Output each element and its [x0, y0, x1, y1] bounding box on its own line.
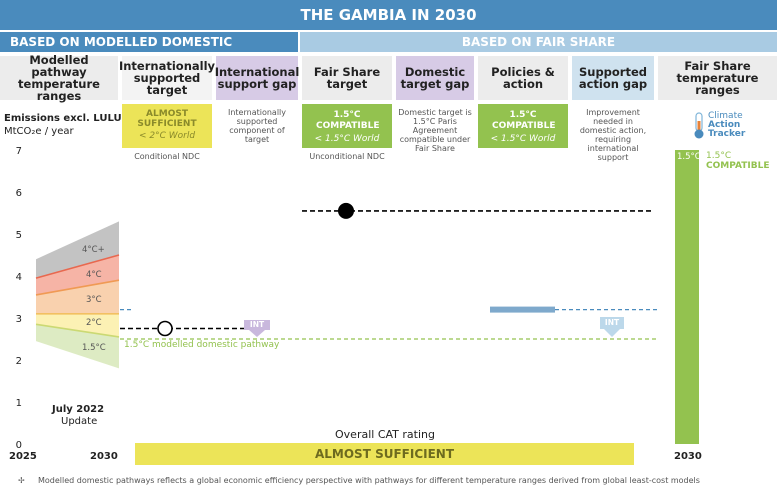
- intl-gap-arrow-icon: [249, 330, 265, 337]
- band-3-area: [36, 280, 119, 314]
- modelled-pathway-label: 1.5°C modelled domestic pathway: [124, 340, 280, 350]
- column-header-domestic-gap-text: Domestic target gap: [400, 65, 470, 91]
- y-tick-label: 7: [16, 146, 22, 157]
- band-4plus-area: [36, 221, 119, 279]
- band-label-4: 4°C: [86, 270, 102, 280]
- logo-line3: Tracker: [708, 129, 746, 139]
- climate-action-tracker-logo: Climate Action Tracker: [692, 112, 772, 142]
- footnote-mark: ✢: [18, 476, 25, 485]
- column-header-fair-target: Fair Share target: [302, 56, 392, 100]
- policies-rating-sub: < 1.5°C World: [490, 134, 556, 144]
- fair-share-bar-label: 1.5°C: [677, 152, 701, 162]
- column-header-modelled: Modelled pathway temperature ranges: [0, 53, 118, 103]
- y-tick-label: 2: [16, 356, 22, 367]
- page-title: THE GAMBIA IN 2030: [0, 0, 777, 30]
- fair-target-rating-box: 1.5°C COMPATIBLE < 1.5°C World: [302, 104, 392, 148]
- fair-target-note: Unconditional NDC: [309, 152, 385, 161]
- y-tick-label: 3: [16, 314, 22, 325]
- y-axis-label-line1: Emissions excl. LULUCF: [4, 113, 136, 124]
- intl-gap-int-label: INT: [244, 320, 270, 330]
- column-header-intl-gap: International support gap: [214, 56, 300, 100]
- y-tick-label: 4: [16, 272, 22, 283]
- column-header-domestic-gap: Domestic target gap: [396, 56, 474, 100]
- thermometer-icon: [694, 112, 704, 139]
- policies-rating: 1.5°C COMPATIBLE: [492, 110, 556, 131]
- x-axis-right: 2030: [674, 451, 702, 462]
- overall-rating-bar: ALMOST SUFFICIENT: [135, 443, 634, 465]
- band-15-area: [36, 324, 119, 369]
- supported-gap-int-label: INT: [600, 317, 624, 329]
- band-label-3: 3°C: [86, 295, 102, 305]
- column-header-fair-ranges-text: Fair Share temperature ranges: [676, 59, 759, 97]
- y-axis-label-line2: MtCO₂e / year: [4, 126, 74, 137]
- column-header-fair-target-text: Fair Share target: [313, 65, 381, 91]
- x-axis-end: 2030: [90, 451, 118, 462]
- column-header-modelled-text: Modelled pathway temperature ranges: [18, 53, 100, 103]
- supported-gap-arrow-icon: [604, 329, 620, 337]
- y-tick-label: 6: [16, 188, 22, 199]
- column-header-policies: Policies & action: [478, 56, 568, 100]
- intl-rating-sub: < 2°C World: [138, 131, 196, 141]
- fair-share-1-5-bar: [675, 150, 699, 444]
- supported-gap-description: Improvement needed in domestic action, r…: [579, 108, 647, 162]
- update-label: Update: [61, 416, 98, 427]
- update-date: July 2022: [52, 404, 105, 415]
- intl-target-note: Conditional NDC: [134, 152, 200, 161]
- intl-gap-description: Internationally supported component of t…: [227, 108, 286, 144]
- logo-line1: Climate: [708, 111, 743, 121]
- band-4plus-boundary-line: [35, 254, 120, 279]
- column-header-fair-ranges: Fair Share temperature ranges: [658, 56, 777, 100]
- x-axis-start: 2025: [9, 451, 37, 462]
- band-4-boundary-line: [35, 279, 120, 296]
- section-header-fair-share: BASED ON FAIR SHARE: [300, 32, 777, 52]
- band-label-15: 1.5°C: [82, 343, 106, 353]
- column-header-intl-target-text: Internationally supported target: [118, 59, 216, 97]
- column-header-intl-gap-text: International support gap: [214, 65, 300, 91]
- policies-action-bar: [490, 306, 555, 313]
- band-4-area: [36, 255, 119, 295]
- y-tick-label: 1: [16, 398, 22, 409]
- y-tick-label: 0: [16, 440, 22, 451]
- conditional-ndc-point: [157, 320, 173, 337]
- band-label-2: 2°C: [86, 318, 102, 328]
- fair-rating-sub: < 1.5°C World: [314, 134, 380, 144]
- y-tick-label: 5: [16, 230, 22, 241]
- logo-line2: Action: [708, 120, 741, 130]
- band-2-area: [36, 313, 119, 337]
- intl-gap-int-marker: INT: [244, 320, 270, 338]
- fair-rating: 1.5°C COMPATIBLE: [316, 110, 380, 131]
- intl-target-rating-box: ALMOST SUFFICIENT < 2°C World: [122, 104, 212, 148]
- compatible-label-line2: COMPATIBLE: [706, 161, 770, 171]
- compatible-label-line1: 1.5°C: [706, 151, 732, 161]
- overall-rating-heading: Overall CAT rating: [335, 428, 435, 441]
- band-2-boundary-line: [35, 323, 120, 338]
- band-label-4plus: 4°C+: [82, 245, 105, 255]
- column-header-supported-gap: Supported action gap: [572, 56, 654, 100]
- intl-rating-line2: SUFFICIENT: [137, 119, 197, 129]
- column-header-supported-gap-text: Supported action gap: [578, 65, 648, 91]
- compatible-label: 1.5°C COMPATIBLE: [706, 151, 769, 171]
- policies-rating-box: 1.5°C COMPATIBLE < 1.5°C World: [478, 104, 568, 148]
- supported-gap-int-marker: INT: [600, 317, 624, 339]
- domestic-gap-description: Domestic target is 1.5°C Paris Agreement…: [398, 108, 472, 153]
- footnote-text: Modelled domestic pathways reflects a gl…: [38, 476, 700, 485]
- column-header-policies-text: Policies & action: [491, 65, 555, 91]
- unconditional-ndc-point: [338, 202, 354, 219]
- intl-rating-line1: ALMOST: [146, 109, 188, 119]
- column-header-intl-target: Internationally supported target: [118, 56, 216, 100]
